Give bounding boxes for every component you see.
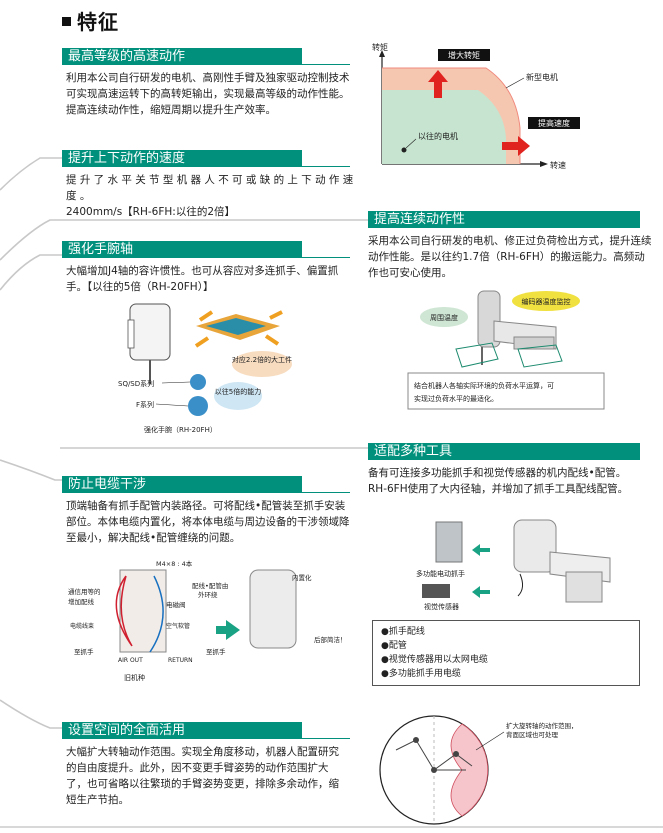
new-motor-label: 新型电机 <box>526 72 558 82</box>
section-heading-continuous: 提高连续动作性 <box>368 211 640 228</box>
continuous-operation-diagram: 周围温度 编码器温度监控 结合机器人各轴实际环境的负荷水平运算，可 实现过负荷水… <box>407 290 605 410</box>
torque-diagram: 转矩 转速 增大转矩 新型电机 提高速度 以往的电机 <box>372 42 580 170</box>
old-model-label: 旧机种 <box>124 673 145 682</box>
wrist-diagram: 对应2.2倍的大工件 以往5倍的能力 SQ/SD系列 F系列 强化手腕（RH-2… <box>118 303 292 434</box>
connector-line <box>0 699 62 729</box>
section-text-space: 大幅扩大转轴动作范围。实现全角度移动，机器人配置研究的自由度提升。此外，因不变更… <box>66 746 339 806</box>
motion-range-diagram: 扩大旋转轴的动作范围， 背面区域也可处理 <box>379 715 578 825</box>
connector-line <box>0 459 62 481</box>
old-motor-area <box>382 90 506 164</box>
sqsd-series-label: SQ/SD系列 <box>118 379 154 388</box>
speed-axis-label: 转速 <box>550 160 566 170</box>
clean-rear-label: 后部简洁！ <box>314 635 347 644</box>
to-hand-label: 至抓手 <box>74 647 94 656</box>
connector-line <box>0 157 62 191</box>
continuous-note-line: 结合机器人各轴实际环境的负荷水平运算，可 <box>414 381 554 390</box>
cable-bundle-label: 电缆线束 <box>70 622 94 630</box>
page-title: 特征 <box>62 6 119 35</box>
boost-speed-label: 提高速度 <box>538 118 570 128</box>
section-text-high-speed: 利用本公司自行研发的电机、高刚性手臂及独家驱动控制技术可实现高速运转下的高转矩输… <box>66 72 350 116</box>
section-text-vertical-speed: 提 升 了 水 平 关 节 型 机 器 人 不 可 或 缺 的 上 下 动 作 … <box>66 174 354 218</box>
section-heading-tools: 适配多种工具 <box>368 443 640 460</box>
section-rule <box>302 166 350 167</box>
encoder-temp-label: 编码器温度监控 <box>522 297 571 306</box>
section-rule <box>302 492 350 493</box>
tools-diagram: 多功能电动抓手 视觉传感器 <box>416 519 611 611</box>
valve-label: 电磁阀 <box>166 600 186 609</box>
wrist-5x-label: 以往5倍的能力 <box>215 387 261 396</box>
wrist-22x-label: 对应2.2倍的大工件 <box>232 355 292 364</box>
cable-diagram: M4×8 : 4本 配线•配管由 外环绕 电磁阀 通信用等的 增加配线 电缆线束… <box>68 559 347 682</box>
general-wiring-label: 通信用等的 <box>68 587 101 596</box>
right-arrow-icon <box>216 620 240 640</box>
section-heading-cable: 防止电缆干涉 <box>62 476 302 493</box>
section-text-cable: 顶端轴备有抓手配管内装路径。可将配线•配管装至抓手安装部位。本体电缆内置化，将本… <box>66 500 350 544</box>
right-arrow-icon <box>502 136 530 156</box>
boost-torque-label: 增大转矩 <box>448 50 480 60</box>
tools-bullet: ●配管 <box>381 641 407 651</box>
range-label: 扩大旋转轴的动作范围， <box>506 721 578 730</box>
up-arrow-icon <box>428 70 448 98</box>
section-text-wrist: 大幅增加J4轴的容许惯性。也可从容应对多连抓手、偏置抓手。【以往的5倍（RH-2… <box>66 265 339 293</box>
wiring-label: 外环绕 <box>198 590 218 599</box>
gripper-label: 多功能电动抓手 <box>416 569 465 578</box>
wrist-caption: 强化手腕（RH-20FH） <box>144 425 217 434</box>
old-motor-label: 以往的电机 <box>418 131 458 141</box>
tools-bullet-box: ●抓手配线 ●配管 ●视觉传感器用以太网电缆 ●多功能抓手用电缆 <box>372 620 640 686</box>
section-rule <box>302 738 350 739</box>
section-heading-high-speed: 最高等级的高速动作 <box>62 48 302 65</box>
vision-sensor-label: 视觉传感器 <box>424 602 459 611</box>
section-text-continuous: 采用本公司自行研发的电机、修正过负荷检出方式，提升连续动作性能。是以往约1.7倍… <box>368 235 652 279</box>
tools-bullet: ●多功能抓手用电缆 <box>381 669 461 679</box>
section-rule <box>302 257 350 258</box>
left-arrow-icon <box>472 586 490 598</box>
tools-bullet: ●抓手配线 <box>381 627 425 637</box>
f-series-label: F系列 <box>136 400 154 409</box>
air-out-label: AIR OUT <box>118 657 143 664</box>
section-heading-vertical-speed: 提升上下动作的速度 <box>62 150 302 167</box>
return-label: RETURN <box>168 657 193 664</box>
torque-axis-label: 转矩 <box>372 42 388 52</box>
wiring-label: 配线•配管由 <box>192 581 228 590</box>
section-rule <box>302 64 350 65</box>
connector-line <box>0 219 370 261</box>
to-hand-label: 至抓手 <box>206 647 226 656</box>
connector-line <box>0 254 62 291</box>
continuous-note-box <box>407 372 605 410</box>
ambient-temp-label: 周围温度 <box>430 313 458 322</box>
left-arrow-icon <box>472 544 490 556</box>
section-heading-wrist: 强化手腕轴 <box>62 241 302 258</box>
section-heading-space: 设置空间的全面活用 <box>62 722 302 739</box>
general-wiring-label: 增加配线 <box>68 597 95 606</box>
range-label: 背面区域也可处理 <box>506 730 559 739</box>
m4-screw-label: M4×8 : 4本 <box>156 559 193 568</box>
tools-bullet: ●视觉传感器用以太网电缆 <box>381 655 488 665</box>
title-bullet-icon <box>62 17 71 26</box>
air-hose-label: 空气软管 <box>166 622 190 630</box>
internalized-label: 内置化 <box>292 573 312 582</box>
continuous-note-line: 实现过负荷水平的最适化。 <box>414 394 498 403</box>
section-text-tools: 备有可连接多功能抓手和视觉传感器的机内配线•配管。RH-6FH使用了大内径轴，并… <box>368 467 629 495</box>
